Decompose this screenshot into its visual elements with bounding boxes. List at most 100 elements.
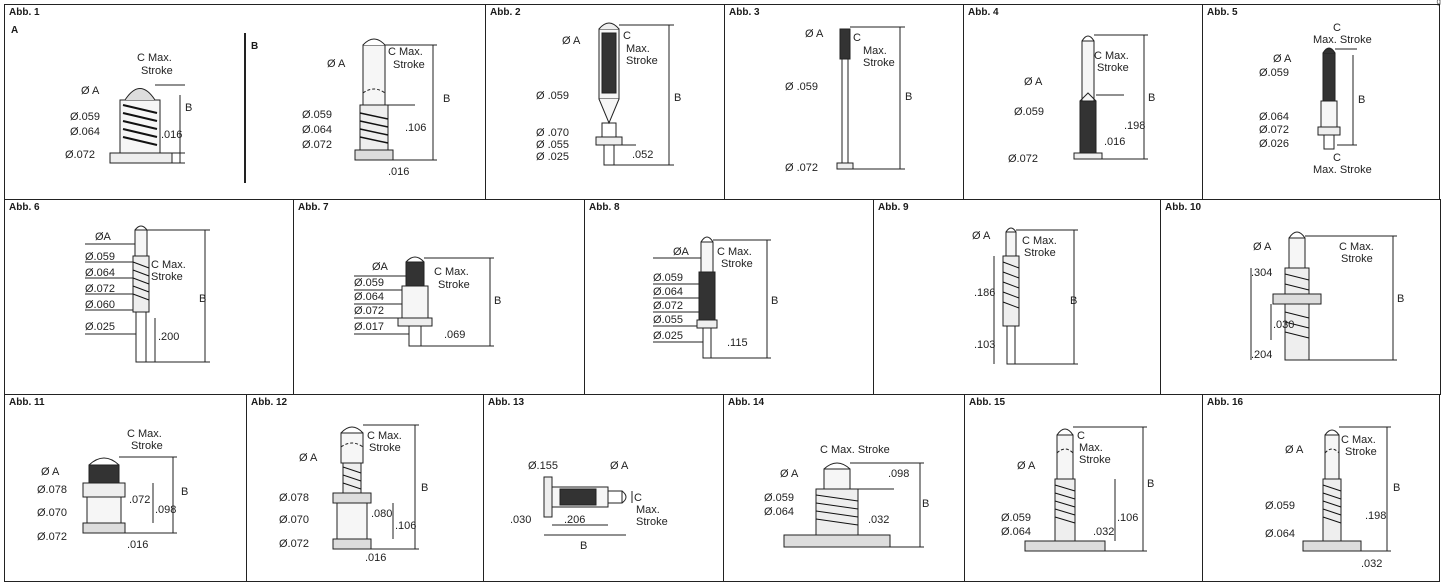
abb13-drawing: Ø.155 Ø A C Max. Stroke .030 .206 B: [510, 460, 668, 552]
label-v198: .198: [1365, 510, 1386, 522]
label-d026: Ø.026: [1259, 138, 1289, 150]
label-c: C: [853, 32, 861, 44]
label-v052: .052: [632, 149, 653, 161]
label-d059: Ø.059: [1259, 67, 1289, 79]
label-v030: .030: [1273, 319, 1294, 331]
label-c: C Max.: [127, 428, 162, 440]
label-v016: .016: [1104, 136, 1125, 148]
label-b-016: .016: [388, 166, 409, 178]
figure-title: Abb. 2: [490, 7, 521, 18]
label-dia: Ø A: [610, 460, 629, 472]
figure-abb9: Abb. 9 Ø A C Max. Stroke .186: [873, 199, 1161, 395]
label-d078: Ø.078: [37, 484, 67, 496]
label-v198: .198: [1124, 120, 1145, 132]
figure-abb6: Abb. 6: [4, 199, 294, 395]
label-c: C Max.: [1339, 241, 1374, 253]
label-d064: Ø.064: [354, 291, 384, 303]
abb11-drawing: C Max. Stroke Ø A Ø.078 Ø.070 Ø.072 .072…: [37, 428, 188, 551]
label-b: B: [905, 91, 912, 103]
label-d064: Ø.064: [85, 267, 115, 279]
abb6-drawing: ØA Ø.059 Ø.064 Ø.072 Ø.060 Ø.025 C Max. …: [85, 225, 210, 363]
abb12-drawing: Ø A C Max. Stroke Ø.078 Ø.070 Ø.072 .080…: [279, 424, 428, 564]
figure-abb14: Abb. 14 C Max. Stroke Ø A Ø.059 Ø.064: [723, 394, 965, 582]
label-d025: Ø .025: [536, 151, 569, 163]
label-d059: Ø.059: [354, 277, 384, 289]
figure-abb7: Abb. 7 ØA Ø.059: [293, 199, 585, 395]
label-b: B: [1393, 482, 1400, 494]
label-d072: Ø.072: [1008, 153, 1038, 165]
label-c-bot: C: [1333, 152, 1341, 164]
figure-abb12: Abb. 12 Ø A C Max.: [246, 394, 484, 582]
label-stroke: Stroke: [1024, 247, 1056, 259]
label-d070: Ø .070: [536, 127, 569, 139]
label-dia: Ø A: [805, 28, 824, 40]
label-c: C Max.: [1341, 434, 1376, 446]
abb3-drawing: Ø A C Max. Stroke Ø .059 Ø .072 B: [785, 26, 912, 174]
figure-abb5: Abb. 5 C Max. Stroke Ø A Ø.059 Ø.064 Ø.: [1202, 4, 1440, 200]
label-b: B: [1148, 92, 1155, 104]
label-stroke: Stroke: [369, 442, 401, 454]
label-d025: Ø.025: [85, 321, 115, 333]
figure-title: Abb. 4: [968, 7, 999, 18]
figure-abb8: Abb. 8 ØA: [584, 199, 874, 395]
figure-title: Abb. 9: [878, 202, 909, 213]
label-d064: Ø.064: [1259, 111, 1289, 123]
label-d059: Ø .059: [785, 81, 818, 93]
label-max: Max.: [863, 45, 887, 57]
figure-title: Abb. 13: [488, 397, 525, 408]
figure-title: Abb. 8: [589, 202, 620, 213]
label-dia: Ø A: [299, 452, 318, 464]
figure-title: Abb. 1: [9, 7, 40, 18]
label-b: B: [1358, 94, 1365, 106]
label-d078: Ø.078: [279, 492, 309, 504]
figure-grid: Abb. 1 A B: [4, 4, 1441, 582]
label-c: C Max.: [434, 266, 469, 278]
label-a-059: Ø.059: [70, 111, 100, 123]
label-c: C Max.: [1094, 50, 1129, 62]
row-3: Abb. 11 C Max. Stroke Ø A Ø.078 Ø.07: [4, 394, 1440, 582]
label-stroke: Stroke: [131, 440, 163, 452]
label-v106: .106: [1117, 512, 1138, 524]
label-dia: Ø A: [1253, 241, 1272, 253]
label-a-016: .016: [161, 129, 182, 141]
abb15-drawing: C Max. Stroke Ø A Ø.059 Ø.064 .106 .032 …: [1001, 426, 1154, 552]
label-d060: Ø.060: [85, 299, 115, 311]
figure-abb4: Abb. 4 C Max. Stroke Ø A Ø.059 Ø.072: [963, 4, 1203, 200]
label-stroke: Stroke: [151, 271, 183, 283]
label-b: B: [1397, 293, 1404, 305]
corner-mark: g: [1436, 0, 1441, 6]
label-max: Max.: [1079, 442, 1103, 454]
figure-title: Abb. 5: [1207, 7, 1238, 18]
label-d059: Ø.059: [653, 272, 683, 284]
label-b-stroke: Stroke: [393, 59, 425, 71]
label-c: C: [1077, 430, 1085, 442]
label-d070: Ø.070: [279, 514, 309, 526]
abb7-drawing: ØA Ø.059 Ø.064 Ø.072 Ø.017 C Max. Stroke…: [354, 256, 501, 347]
label-v032: .032: [1361, 558, 1382, 570]
figure-abb11: Abb. 11 C Max. Stroke Ø A Ø.078 Ø.07: [4, 394, 247, 582]
label-b: B: [674, 92, 681, 104]
label-d072: Ø.072: [653, 300, 683, 312]
abb16-drawing: Ø A C Max. Stroke Ø.059 Ø.064 .198 .032 …: [1265, 426, 1400, 570]
label-c: C: [623, 30, 631, 42]
label-b: B: [922, 498, 929, 510]
label-dia: Ø A: [41, 466, 60, 478]
abb8-drawing: ØA Ø.059 Ø.064 Ø.072 Ø.055 Ø.025 C Max. …: [653, 236, 778, 359]
figure-abb10: Abb. 10 Ø A C Max. Stroke .304: [1160, 199, 1441, 395]
label-d059: Ø.059: [764, 492, 794, 504]
label-d059: Ø.059: [1014, 106, 1044, 118]
label-stroke: Stroke: [721, 258, 753, 270]
label-v030: .030: [510, 514, 531, 526]
label-c: C: [634, 492, 642, 504]
label-d072: Ø.072: [1259, 124, 1289, 136]
label-dia: Ø A: [1273, 53, 1292, 65]
label-d059: Ø .059: [536, 90, 569, 102]
label-b-b: B: [443, 93, 450, 105]
label-c: C Max.: [1022, 235, 1057, 247]
figure-title: Abb. 7: [298, 202, 329, 213]
label-v106: .106: [395, 520, 416, 532]
label-b: B: [421, 482, 428, 494]
label-d059: Ø.059: [85, 251, 115, 263]
label-c: C Max.: [717, 246, 752, 258]
label-v080: .080: [371, 508, 392, 520]
